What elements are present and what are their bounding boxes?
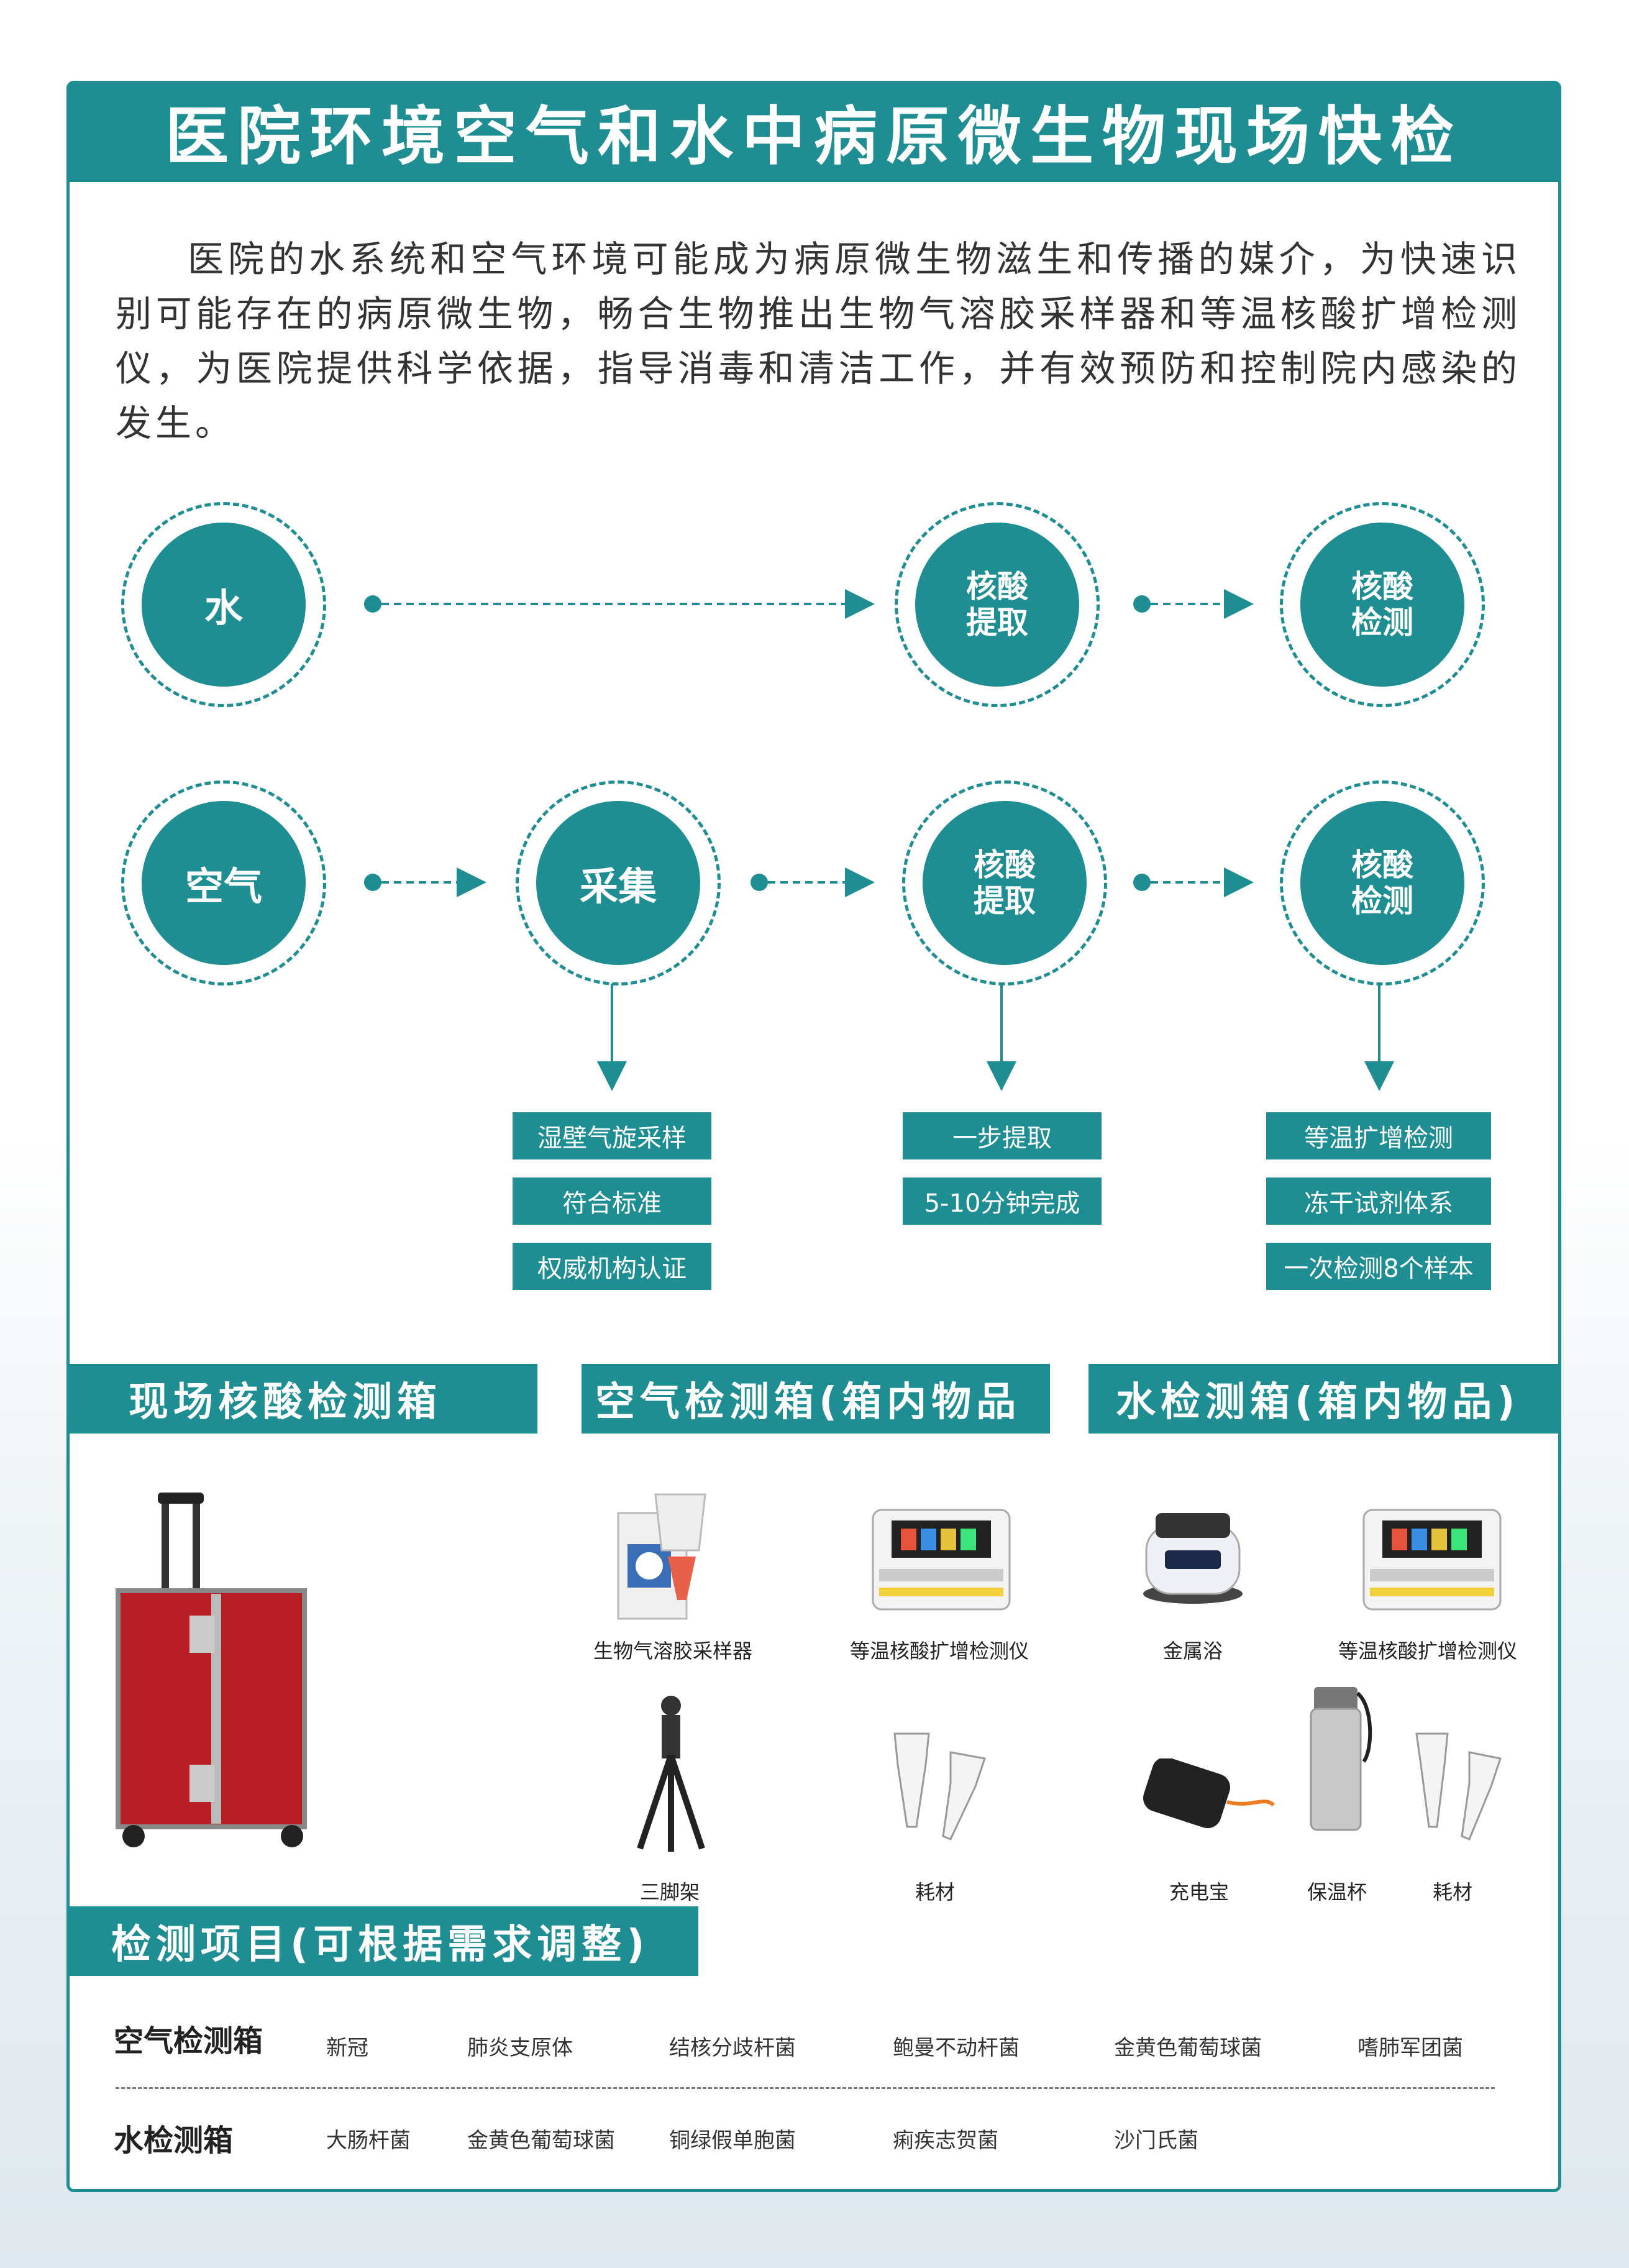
feature-collect-2: 符合标准 bbox=[513, 1177, 711, 1225]
extract-label: 核酸提取 bbox=[974, 847, 1036, 919]
air-label: 空气 bbox=[185, 864, 262, 909]
water-test-item: 大肠杆菌 bbox=[326, 2128, 411, 2153]
page-title: 医院环境空气和水中病原微生物现场快检 bbox=[66, 81, 1561, 182]
water-tests-label: 水检测箱 bbox=[114, 2123, 234, 2158]
detect-label: 核酸检测 bbox=[1351, 847, 1413, 919]
air-test-item: 肺炎支原体 bbox=[467, 2036, 573, 2060]
air-test-item: 金黄色葡萄球菌 bbox=[1114, 2036, 1262, 2060]
extract-node-water: 核酸提取 bbox=[895, 502, 1100, 707]
suitcase-image bbox=[116, 1493, 307, 1847]
thermos-cup-image bbox=[1310, 1687, 1372, 1831]
air-item-label: 耗材 bbox=[915, 1880, 955, 1904]
feature-detect-1: 等温扩增检测 bbox=[1266, 1112, 1491, 1159]
detect-label: 核酸检测 bbox=[1351, 569, 1413, 641]
section-onsite-header: 现场核酸检测箱 bbox=[66, 1364, 537, 1434]
feature-extract-1: 一步提取 bbox=[903, 1112, 1102, 1159]
water-label: 水 bbox=[204, 585, 243, 631]
water-test-item: 痢疾志贺菌 bbox=[893, 2128, 998, 2153]
air-item-label: 生物气溶胶采样器 bbox=[593, 1639, 752, 1663]
metal-bath-image bbox=[1143, 1513, 1243, 1604]
tripod-image bbox=[637, 1696, 705, 1852]
consumables-tubes-image-air bbox=[893, 1732, 986, 1840]
isothermal-detector-image-air bbox=[872, 1509, 1011, 1611]
detect-node-water: 核酸检测 bbox=[1280, 502, 1485, 707]
feature-detect-2: 冻干试剂体系 bbox=[1266, 1177, 1491, 1225]
air-test-item: 结核分歧杆菌 bbox=[669, 2036, 796, 2060]
isothermal-detector-image-water bbox=[1362, 1509, 1502, 1611]
water-node: 水 bbox=[121, 502, 326, 707]
water-item-label: 保温杯 bbox=[1307, 1880, 1367, 1904]
water-item-label: 充电宝 bbox=[1169, 1880, 1229, 1904]
section-tests-header: 检测项目(可根据需求调整) bbox=[66, 1906, 698, 1976]
water-test-item: 金黄色葡萄球菌 bbox=[467, 2128, 615, 2153]
air-test-item: 新冠 bbox=[326, 2036, 368, 2060]
air-test-item: 嗜肺军团菌 bbox=[1358, 2036, 1463, 2060]
air-test-item: 鲍曼不动杆菌 bbox=[893, 2036, 1020, 2060]
tests-divider bbox=[116, 2087, 1495, 2089]
water-test-item: 沙门氏菌 bbox=[1114, 2128, 1198, 2153]
extract-node-air: 核酸提取 bbox=[902, 780, 1107, 985]
feature-collect-1: 湿壁气旋采样 bbox=[513, 1112, 711, 1159]
detect-node-air: 核酸检测 bbox=[1280, 780, 1485, 985]
feature-extract-2: 5-10分钟完成 bbox=[903, 1177, 1102, 1225]
intro-paragraph: 医院的水系统和空气环境可能成为病原微生物滋生和传播的媒介，为快速识别可能存在的病… bbox=[116, 238, 1521, 444]
consumables-tubes-image-water bbox=[1415, 1732, 1502, 1840]
air-item-label: 三脚架 bbox=[639, 1880, 700, 1904]
water-item-label: 等温核酸扩增检测仪 bbox=[1338, 1639, 1517, 1663]
feature-detect-3: 一次检测8个样本 bbox=[1266, 1243, 1491, 1290]
flow-connectors bbox=[364, 589, 1394, 1091]
section-water-box-header: 水检测箱(箱内物品) bbox=[1088, 1364, 1561, 1434]
collect-node: 采集 bbox=[516, 780, 721, 985]
bioaerosol-sampler-image bbox=[617, 1493, 706, 1620]
power-bank-image bbox=[1143, 1758, 1275, 1829]
air-tests-label: 空气检测箱 bbox=[114, 2024, 263, 2059]
water-item-label: 金属浴 bbox=[1162, 1639, 1223, 1663]
collect-label: 采集 bbox=[579, 864, 657, 909]
feature-collect-3: 权威机构认证 bbox=[513, 1243, 711, 1290]
extract-label: 核酸提取 bbox=[966, 569, 1028, 641]
water-item-label: 耗材 bbox=[1432, 1880, 1472, 1904]
air-node: 空气 bbox=[121, 780, 326, 985]
water-test-item: 铜绿假单胞菌 bbox=[669, 2128, 796, 2153]
air-item-label: 等温核酸扩增检测仪 bbox=[849, 1639, 1029, 1663]
section-air-box-header: 空气检测箱(箱内物品 bbox=[582, 1364, 1050, 1434]
